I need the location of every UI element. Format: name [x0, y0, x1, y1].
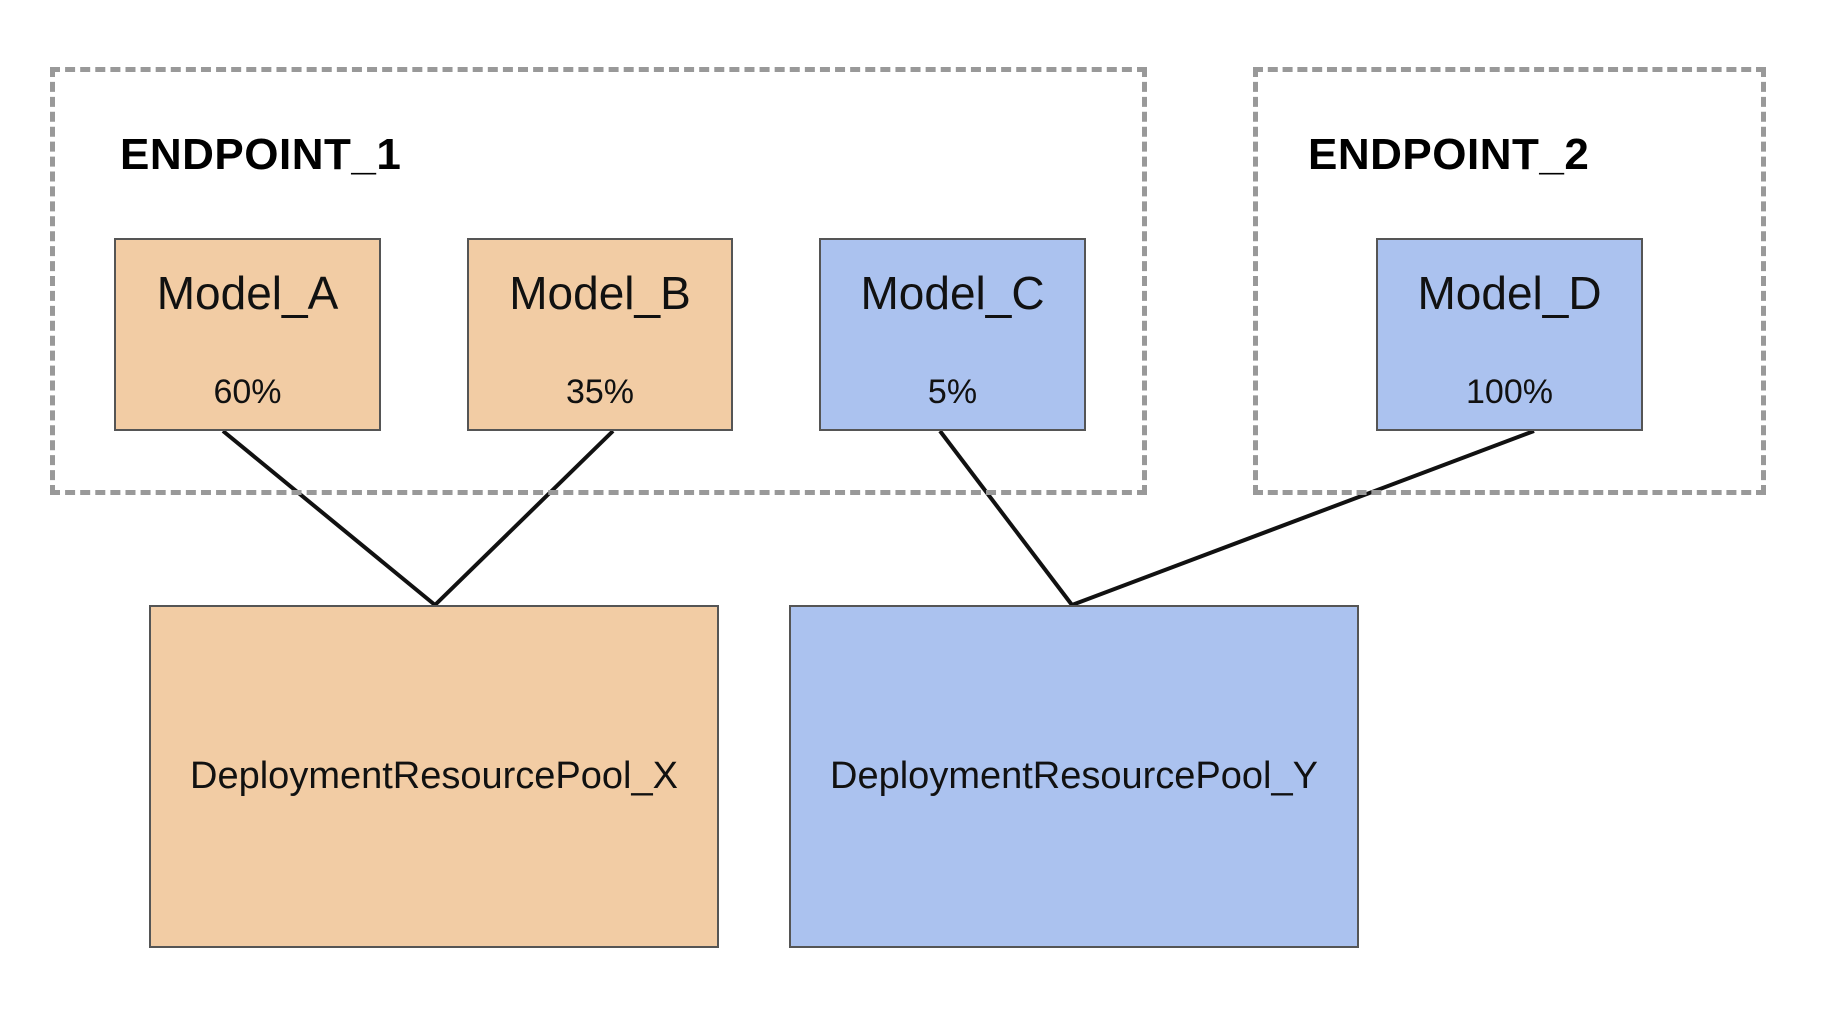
model-b-traffic: 35% [565, 373, 635, 411]
pool-y-box: DeploymentResourcePool_Y [789, 605, 1359, 948]
model-b-box: Model_B 35% [467, 238, 733, 431]
endpoint-2-container [1253, 67, 1766, 495]
endpoint-1-title: ENDPOINT_1 [120, 130, 402, 179]
connector-model-c-pool-y [938, 429, 1074, 607]
connector-model-d-pool-y [1071, 429, 1535, 607]
model-a-traffic: 60% [213, 373, 282, 411]
model-c-traffic: 5% [927, 373, 978, 411]
endpoint-2-title: ENDPOINT_2 [1308, 130, 1590, 179]
connector-model-b-pool-x [433, 429, 615, 607]
model-b-name: Model_B [509, 267, 691, 319]
model-d-name: Model_D [1417, 267, 1602, 319]
endpoint-1-container [50, 67, 1147, 495]
pool-x-box: DeploymentResourcePool_X [149, 605, 719, 948]
model-a-box: Model_A 60% [114, 238, 381, 431]
model-c-box: Model_C 5% [819, 238, 1086, 431]
model-c-name: Model_C [860, 267, 1045, 319]
model-d-traffic: 100% [1466, 373, 1553, 411]
connector-model-a-pool-x [221, 429, 437, 607]
pool-x-name: DeploymentResourcePool_X [190, 755, 678, 797]
model-a-name: Model_A [156, 267, 339, 319]
pool-y-name: DeploymentResourcePool_Y [830, 755, 1318, 797]
model-d-box: Model_D 100% [1376, 238, 1643, 431]
